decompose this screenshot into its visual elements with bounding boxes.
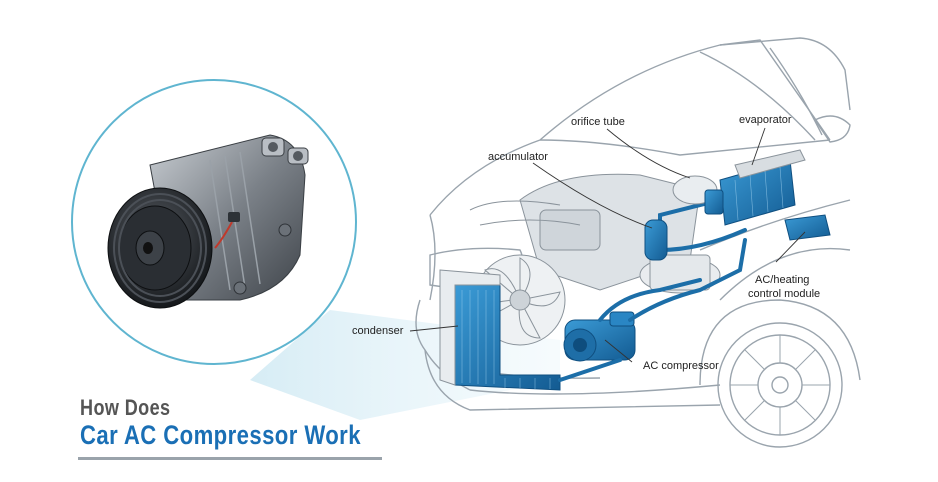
title-line-2: Car AC Compressor Work [80, 420, 361, 450]
label-ac-heating-line2: control module [748, 288, 820, 300]
ac-heating-control-module [784, 214, 831, 241]
orifice-tube-housing [672, 175, 724, 215]
label-evaporator: evaporator [739, 114, 792, 126]
label-ac-compressor: AC compressor [643, 360, 719, 372]
label-orifice-tube: orifice tube [571, 116, 625, 128]
label-ac-heating-line1: AC/heating [755, 274, 809, 286]
front-wheel [717, 322, 843, 448]
accumulator [644, 219, 668, 261]
label-accumulator: accumulator [488, 151, 548, 163]
engine-block [469, 173, 721, 294]
title-underline [78, 457, 382, 460]
title-line-1: How Does [80, 395, 171, 420]
condenser [439, 269, 561, 391]
leader-lines [409, 127, 806, 363]
compressor-magnifier [71, 79, 357, 365]
evaporator [719, 149, 806, 226]
label-condenser: condenser [352, 325, 404, 337]
compressor-photo [107, 134, 309, 309]
